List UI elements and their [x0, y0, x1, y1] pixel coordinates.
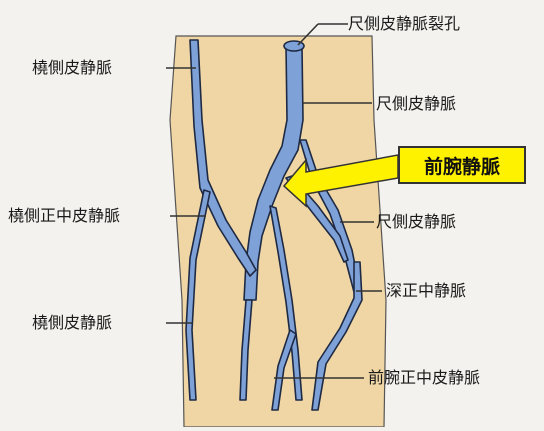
callout-text: 前腕静脈	[424, 152, 500, 179]
label-median-antebrachial: 前腕正中皮静脈	[368, 368, 480, 388]
label-ulnar-upper: 尺側皮静脈	[376, 94, 456, 114]
label-radial-median: 橈側正中皮静脈	[8, 206, 120, 226]
label-ulnar-lower: 尺側皮静脈	[376, 212, 456, 232]
callout-forearm-vein: 前腕静脈	[398, 146, 526, 184]
label-radial-upper: 橈側皮静脈	[32, 58, 112, 78]
label-deep-median: 深正中静脈	[386, 281, 466, 301]
label-ulnar-perforating: 尺側皮静脈裂孔	[348, 14, 460, 34]
label-radial-lower: 橈側皮静脈	[32, 313, 112, 333]
